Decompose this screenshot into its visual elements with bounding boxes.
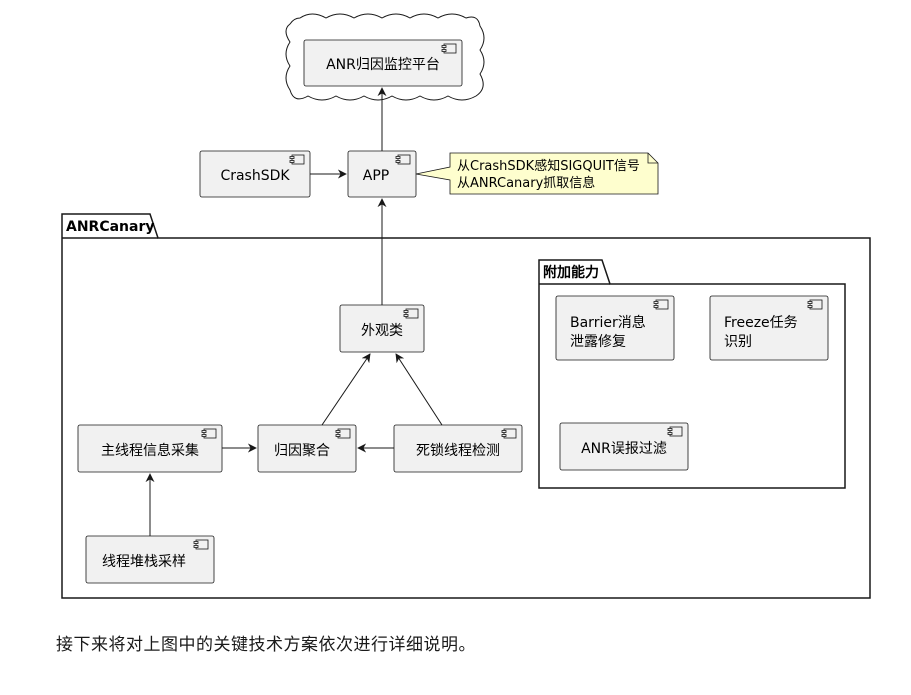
main-thread-component: 主线程信息采集 [77, 424, 223, 473]
anr-filter-label: ANR误报过滤 [581, 441, 667, 457]
facade-component: 外观类 [339, 304, 425, 353]
freeze-line-1: Freeze任务 [724, 315, 798, 331]
freeze-component: Freeze任务 识别 [709, 295, 829, 361]
stack-sampling-label: 线程堆栈采样 [102, 554, 186, 570]
note-line-1: 从CrashSDK感知SIGQUIT信号 [457, 158, 640, 174]
component-icon [335, 428, 351, 439]
barrier-line-2: 泄露修复 [570, 333, 626, 350]
component-icon [441, 43, 457, 54]
cloud-platform-label: ANR归因监控平台 [326, 56, 440, 73]
anr-filter-component: ANR误报过滤 [559, 422, 689, 471]
cloud-platform: ANR归因监控平台 [285, 13, 485, 101]
arrow-deadlock-to-facade [395, 353, 443, 426]
arrows [145, 87, 443, 536]
package-extra-label: 附加能力 [543, 264, 599, 281]
package-anrcanary-label: ANRCanary [66, 219, 155, 235]
note: 从CrashSDK感知SIGQUIT信号 从ANRCanary抓取信息 [415, 152, 659, 195]
crashsdk-component: CrashSDK [199, 150, 311, 198]
facade-label: 外观类 [361, 323, 403, 339]
main-thread-label: 主线程信息采集 [101, 442, 199, 459]
crashsdk-label: CrashSDK [220, 168, 290, 184]
component-icon [653, 299, 669, 310]
app-component: APP [347, 150, 417, 198]
barrier-line-1: Barrier消息 [570, 314, 646, 331]
deadlock-label: 死锁线程检测 [416, 443, 500, 459]
component-icon [289, 154, 305, 165]
caption-text: 接下来将对上图中的关键技术方案依次进行详细说明。 [56, 635, 476, 655]
app-label: APP [363, 168, 389, 184]
freeze-line-2: 识别 [724, 334, 752, 350]
cloud-component-box [303, 39, 463, 87]
arrow-attribution-to-facade [321, 353, 371, 426]
component-icon [193, 539, 209, 550]
deadlock-component: 死锁线程检测 [393, 424, 523, 473]
component-icon [395, 154, 411, 165]
component-icon [667, 426, 683, 437]
stack-sampling-component: 线程堆栈采样 [85, 535, 215, 584]
note-line-2: 从ANRCanary抓取信息 [457, 175, 595, 191]
barrier-component: Barrier消息 泄露修复 [555, 295, 675, 361]
component-icon [807, 299, 823, 310]
component-icon [403, 308, 419, 319]
component-icon [201, 428, 217, 439]
attribution-label: 归因聚合 [274, 442, 330, 459]
component-icon [501, 428, 517, 439]
attribution-component: 归因聚合 [257, 424, 357, 473]
